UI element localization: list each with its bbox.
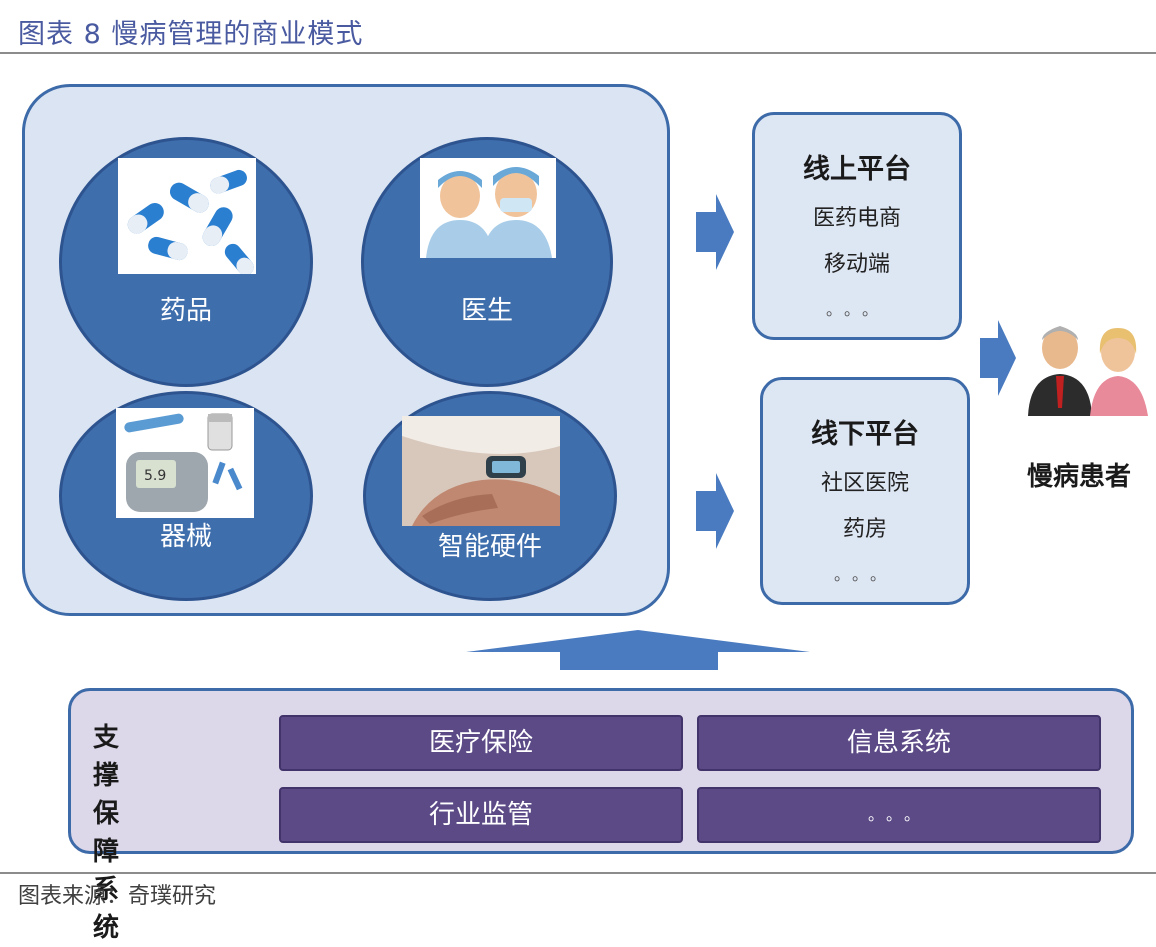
- resource-label: 智能硬件: [437, 532, 542, 562]
- doctors-icon: [420, 158, 556, 258]
- resource-doctor: 医生: [361, 137, 613, 387]
- top-rule: [0, 52, 1156, 54]
- wearable-device-icon: [402, 416, 560, 526]
- medicine-capsules-icon: [118, 158, 256, 274]
- support-item: 医疗保险: [279, 715, 683, 771]
- figure-title: 图表 8 慢病管理的商业模式: [18, 19, 364, 50]
- resources-panel: 药品 医生 5.9: [22, 84, 670, 616]
- platform-heading: 线下平台: [811, 419, 919, 450]
- support-item: 信息系统: [697, 715, 1101, 771]
- bottom-rule: [0, 872, 1156, 874]
- platform-ellipsis: 。。。: [833, 565, 896, 584]
- platform-heading: 线上平台: [803, 154, 911, 185]
- arrow-to-offline: [696, 473, 734, 549]
- patients-icon: [1028, 326, 1148, 416]
- online-platform: 线上平台 医药电商 移动端 。。。: [752, 112, 962, 340]
- platform-ellipsis: 。。。: [825, 300, 888, 319]
- arrow-support-up: [466, 630, 810, 670]
- arrow-to-patients: [980, 320, 1016, 396]
- svg-text:5.9: 5.9: [144, 468, 166, 484]
- resource-label: 器械: [159, 522, 212, 552]
- resource-medicine: 药品: [59, 137, 313, 387]
- glucose-meter-icon: 5.9: [116, 408, 254, 518]
- resource-device: 5.9 器械: [59, 391, 313, 601]
- flow-arrows: [466, 194, 1016, 670]
- platform-item: 药房: [842, 517, 887, 542]
- platform-item: 社区医院: [820, 471, 909, 496]
- support-system: 支撑保障系统 医疗保险 信息系统 行业监管 。。。: [68, 688, 1134, 943]
- support-item: 行业监管: [279, 787, 683, 843]
- patients-label: 慢病患者: [1027, 462, 1132, 492]
- support-label: 支撑保障系统: [93, 723, 138, 943]
- arrow-to-online: [696, 194, 734, 270]
- platform-item: 医药电商: [812, 206, 901, 231]
- resource-label: 药品: [159, 296, 212, 326]
- resource-smart-hardware: 智能硬件: [363, 391, 617, 601]
- offline-platform: 线下平台 社区医院 药房 。。。: [760, 377, 970, 605]
- platform-item: 移动端: [823, 252, 890, 277]
- support-item: 。。。: [697, 787, 1101, 843]
- resource-label: 医生: [460, 296, 513, 326]
- figure-source: 图表来源：奇璞研究: [18, 884, 217, 909]
